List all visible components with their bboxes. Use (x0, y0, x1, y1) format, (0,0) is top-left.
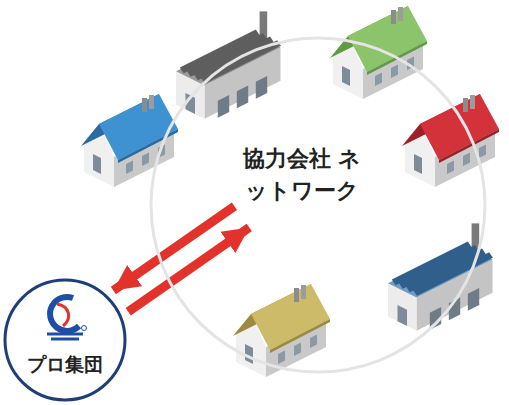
house-icon (402, 94, 499, 187)
network-label: 協力会社 ネットワーク (232, 143, 372, 207)
house-icon (330, 6, 427, 99)
group-label: プロ集団 (27, 353, 103, 376)
network-ring: 協力会社 ネットワーク (148, 35, 488, 375)
circle-outline (3, 278, 127, 402)
flow-arrow (128, 228, 249, 312)
house-icon (233, 284, 330, 377)
ring-outline (148, 35, 488, 375)
company-logo (47, 297, 87, 339)
factory-icon (388, 223, 493, 330)
group-circle: プロ集団 (3, 278, 127, 402)
